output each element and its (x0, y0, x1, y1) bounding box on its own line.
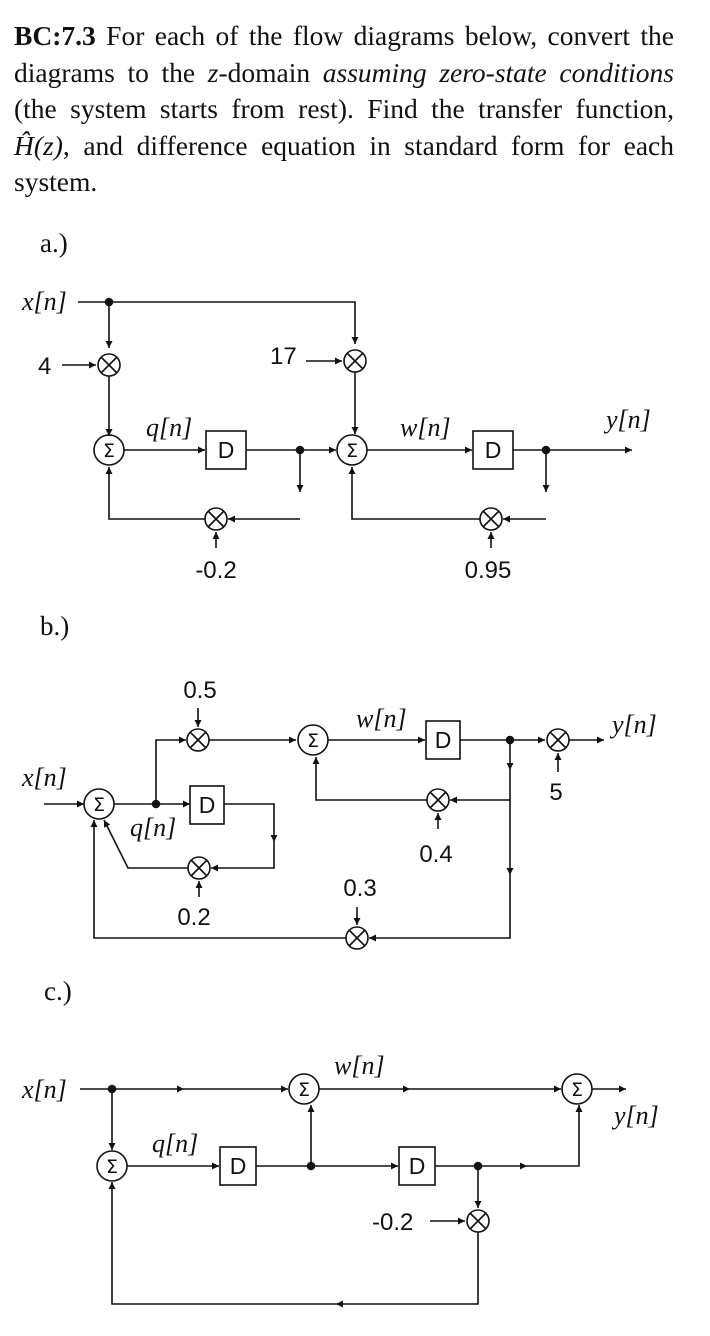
b-signal-y: y[n] (609, 710, 657, 739)
svg-text:D: D (485, 437, 502, 463)
b-multiplier-fb-w (426, 788, 450, 812)
a-gain-fb2: 0.95 (465, 557, 512, 584)
transfer-function-symbol: Ĥ(z) (14, 129, 63, 161)
part-a-label: a.) (40, 228, 68, 258)
b-wire-q-up (155, 736, 186, 804)
b-multiplier-fb-q (187, 856, 211, 880)
svg-text:Σ: Σ (298, 1079, 310, 1101)
a-gain-17: 17 (270, 343, 297, 370)
b-sum-1: Σ (83, 788, 115, 820)
c-wire-fb-to-sum1 (108, 1182, 336, 1305)
a-signal-q: q[n] (146, 413, 192, 442)
b-multiplier-out (546, 728, 570, 752)
svg-text:Σ: Σ (103, 440, 115, 462)
a-sum-2: Σ (336, 434, 368, 466)
a-multiplier-17 (343, 349, 367, 373)
c-signal-y: y[n] (611, 1101, 659, 1130)
b-gain-top: 0.5 (183, 677, 216, 704)
b-wire-fb-q-to-sum1 (103, 819, 188, 869)
c-multiplier-fb (466, 1209, 490, 1233)
b-gain-fb-w: 0.4 (419, 841, 452, 868)
a-wire-fb2-to-sum2 (348, 467, 480, 520)
problem-text-1: For each of the flow diagrams below, con… (14, 20, 674, 88)
problem-text-2: -domain (218, 56, 323, 88)
c-sum-1: Σ (96, 1150, 128, 1182)
c-signal-x: x[n] (21, 1075, 67, 1104)
b-wire-outer-back (369, 875, 511, 942)
svg-text:D: D (409, 1153, 426, 1179)
diagram-a: a.) x[n] 4 Σ q[n] D (21, 228, 651, 584)
a-multiplier-fb1 (204, 507, 228, 531)
part-b-label: b.) (40, 611, 69, 641)
b-signal-q: q[n] (130, 813, 176, 842)
a-gain-fb1: -0.2 (195, 557, 236, 584)
a-delay-2: D (472, 430, 514, 470)
b-delay-2: D (425, 720, 461, 760)
a-delay-1: D (205, 430, 247, 470)
a-signal-y: y[n] (603, 405, 651, 434)
b-wire-d1-back (211, 842, 275, 872)
svg-text:D: D (199, 792, 216, 818)
c-wire-fb-back (336, 1232, 479, 1308)
a-multiplier-4 (97, 353, 121, 377)
part-c-label: c.) (44, 976, 72, 1006)
c-sum-2: Σ (288, 1073, 320, 1105)
diagram-b: b.) x[n] Σ q[n] D 0.2 0.5 (21, 611, 657, 950)
svg-text:Σ: Σ (346, 440, 358, 462)
b-delay-1: D (189, 785, 225, 825)
a-signal-w: w[n] (400, 413, 451, 442)
svg-text:D: D (218, 437, 235, 463)
c-signal-q: q[n] (152, 1129, 198, 1158)
problem-emphasis: assuming zero-state conditions (322, 56, 674, 88)
problem-statement: BC:7.3 For each of the flow diagrams bel… (14, 18, 674, 201)
diagram-c: c.) x[n] Σ q[n] D Σ w[n] D (21, 976, 659, 1308)
svg-text:Σ: Σ (571, 1079, 583, 1101)
b-multiplier-top (186, 728, 210, 752)
c-delay-1: D (219, 1146, 257, 1186)
b-wire-outer-to-sum1 (90, 820, 346, 939)
a-signal-x: x[n] (21, 287, 67, 316)
svg-text:Σ: Σ (93, 794, 105, 816)
c-wire-to-sum3 (527, 1105, 583, 1167)
svg-text:D: D (230, 1153, 247, 1179)
c-gain-fb: -0.2 (372, 1209, 413, 1236)
a-wire-x-top (78, 301, 359, 344)
problem-text-4: , and difference equation in standard fo… (14, 129, 674, 198)
b-signal-w: w[n] (356, 704, 407, 733)
svg-text:D: D (435, 727, 452, 753)
b-gain-fb-q: 0.2 (177, 904, 210, 931)
z-symbol: z (207, 56, 219, 88)
b-sum-2: Σ (297, 724, 329, 756)
c-signal-w: w[n] (334, 1051, 385, 1080)
svg-text:Σ: Σ (307, 730, 319, 752)
a-multiplier-fb2 (479, 507, 503, 531)
c-delay-2: D (398, 1146, 436, 1186)
b-multiplier-outer (345, 926, 369, 950)
b-gain-outer: 0.3 (343, 875, 376, 902)
c-sum-3: Σ (561, 1073, 593, 1105)
b-signal-x: x[n] (21, 763, 67, 792)
a-wire-fb1-to-sum1 (105, 467, 205, 520)
b-gain-out: 5 (549, 779, 562, 806)
b-wire-d1-down (224, 803, 278, 842)
problem-id: BC:7.3 (14, 20, 96, 51)
problem-text-3: (the system starts from rest). Find the … (14, 93, 674, 124)
b-wire-fb-w-to-sum2 (312, 757, 427, 801)
svg-text:Σ: Σ (106, 1156, 118, 1178)
a-sum-1: Σ (93, 434, 125, 466)
a-gain-4: 4 (38, 353, 51, 380)
